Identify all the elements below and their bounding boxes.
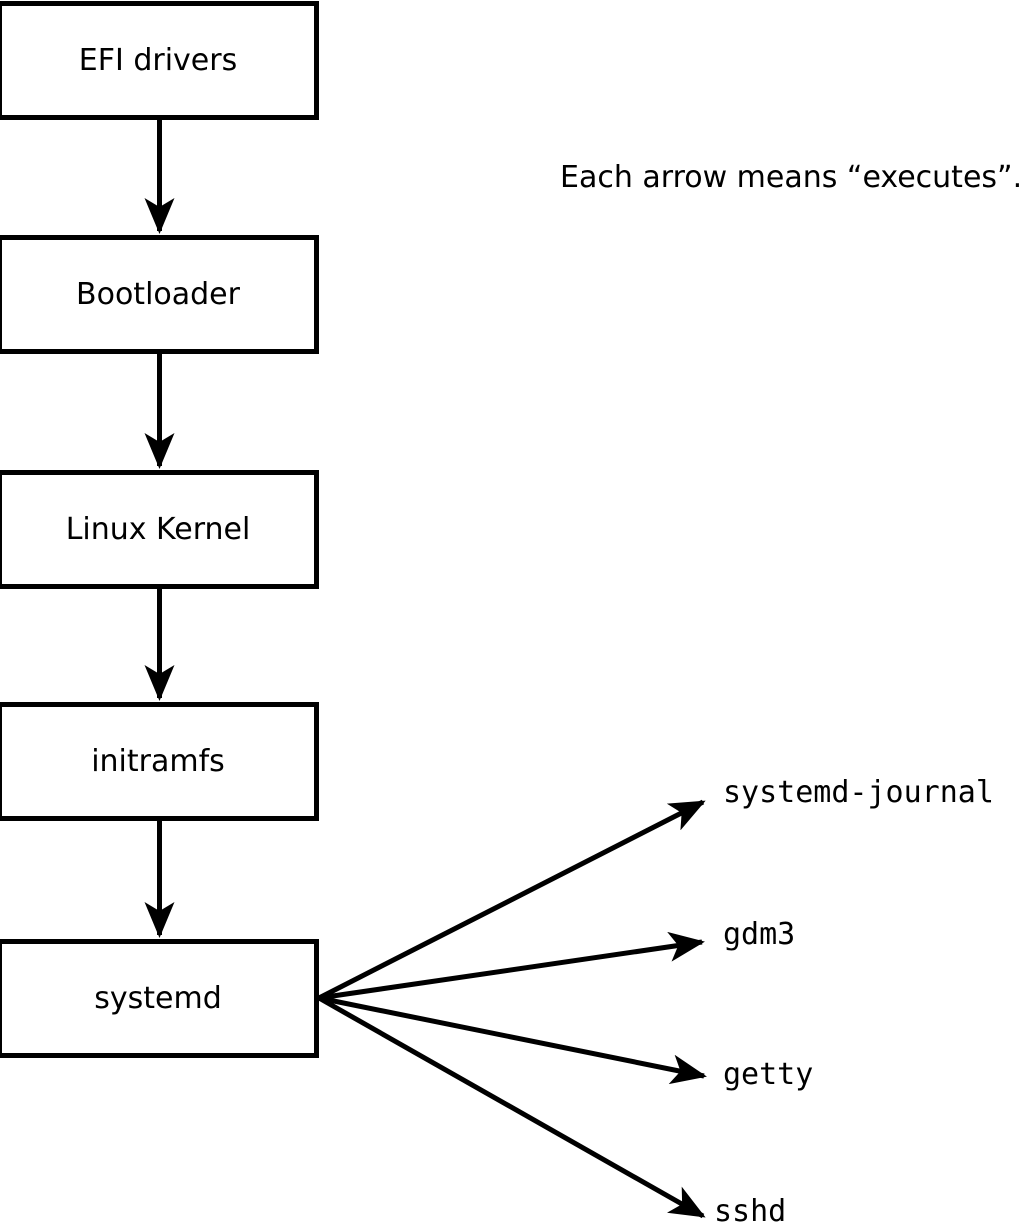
arrow-systemd-to-getty — [318, 995, 707, 1085]
node-systemd: systemd — [0, 939, 319, 1058]
node-efi-drivers-label: EFI drivers — [78, 42, 238, 78]
target-getty-label: getty — [723, 1057, 814, 1092]
target-sshd-label: sshd — [714, 1194, 787, 1229]
node-initramfs: initramfs — [0, 702, 319, 821]
arrow-systemd-to-journal — [317, 799, 706, 1001]
node-initramfs-label: initramfs — [91, 743, 225, 779]
node-linux-kernel: Linux Kernel — [0, 470, 319, 589]
arrow-systemd-to-sshd — [317, 995, 706, 1219]
node-efi-drivers: EFI drivers — [0, 1, 319, 120]
target-systemd-journal-label: systemd-journal — [723, 775, 994, 810]
node-linux-kernel-label: Linux Kernel — [65, 511, 251, 547]
node-bootloader: Bootloader — [0, 235, 319, 354]
arrow-systemd-to-gdm3 — [318, 931, 705, 1001]
node-systemd-label: systemd — [94, 980, 222, 1016]
target-gdm3-label: gdm3 — [723, 917, 796, 952]
node-bootloader-label: Bootloader — [76, 276, 240, 312]
legend-note: Each arrow means “executes”. — [560, 160, 1023, 195]
